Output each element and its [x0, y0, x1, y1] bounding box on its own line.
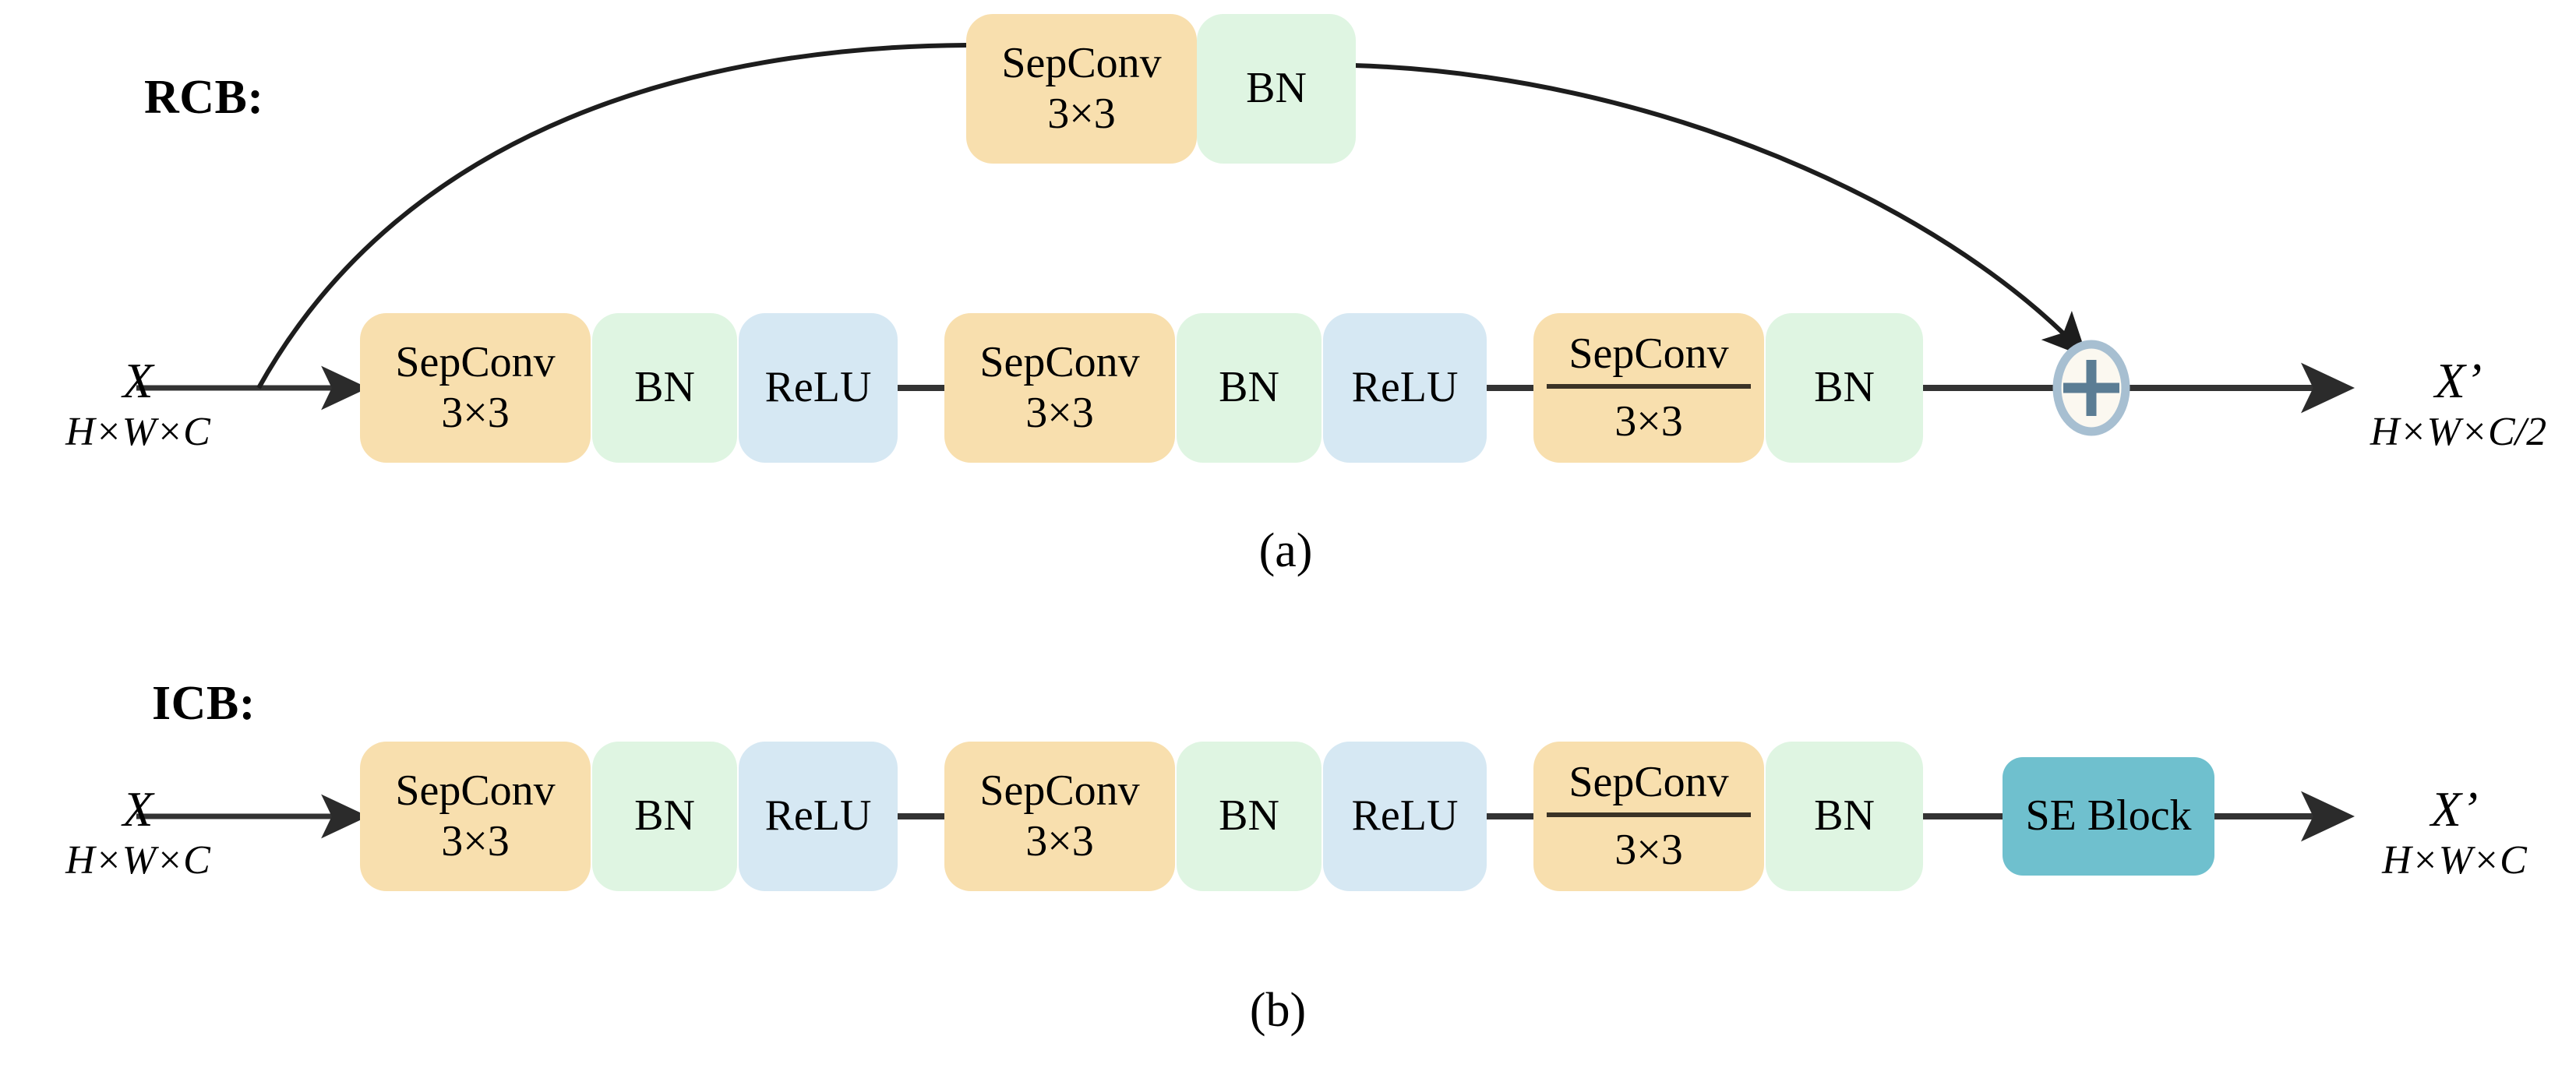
rcb-input-symbol: X	[122, 353, 154, 408]
icb-sepconv-3-line1: SepConv	[1569, 757, 1729, 806]
rcb-input-dims: H×W×C	[65, 410, 210, 455]
icb-output-label: X’ H×W×C	[2353, 783, 2556, 883]
rcb-sepconv-1-line1: SepConv	[395, 337, 556, 386]
icb-sepconv-2[interactable]: SepConv 3×3	[944, 742, 1175, 891]
icb-sepconv-1-line2: 3×3	[441, 817, 510, 865]
icb-sepconv-2-line2: 3×3	[1025, 817, 1094, 865]
icb-relu-2[interactable]: ReLU	[1323, 742, 1487, 891]
rcb-relu-1[interactable]: ReLU	[739, 313, 898, 463]
icb-sepconv-3-line2: 3×3	[1614, 826, 1683, 874]
rcb-shortcut-arc-right	[1353, 63, 2087, 358]
icb-sepconv-1[interactable]: SepConv 3×3	[360, 742, 591, 891]
rcb-relu-2[interactable]: ReLU	[1323, 313, 1487, 463]
icb-relu-1-label: ReLU	[764, 791, 872, 841]
rcb-bn-1-label: BN	[634, 363, 695, 412]
rcb-sepconv-3-line1: SepConv	[1569, 329, 1729, 378]
icb-sepconv-1-line1: SepConv	[395, 766, 556, 815]
rcb-shortcut-sepconv-block[interactable]: SepConv 3×3	[966, 14, 1197, 164]
rcb-bn-1[interactable]: BN	[592, 313, 737, 463]
rcb-sepconv-1[interactable]: SepConv 3×3	[360, 313, 591, 463]
rcb-bn-3[interactable]: BN	[1766, 313, 1923, 463]
rcb-shortcut-bn-block[interactable]: BN	[1197, 14, 1356, 164]
icb-row-title: ICB:	[152, 677, 256, 730]
rcb-sepconv-1-line2: 3×3	[441, 389, 510, 437]
rcb-relu-1-label: ReLU	[764, 363, 872, 412]
icb-output-dims: H×W×C	[2382, 838, 2527, 883]
rcb-shortcut-sepconv-line1: SepConv	[1001, 38, 1162, 87]
rcb-sepconv-2-line1: SepConv	[979, 337, 1140, 386]
rcb-sepconv-3-strided[interactable]: SepConv 3×3	[1533, 313, 1764, 463]
icb-se-block-label: SE Block	[2025, 791, 2192, 841]
rcb-bn-2[interactable]: BN	[1177, 313, 1322, 463]
caption-a: (a)	[1258, 524, 1313, 577]
icb-output-symbol: X’	[2430, 781, 2479, 837]
rcb-input-label: X H×W×C	[48, 354, 228, 454]
rcb-sepconv-3-divider-rule	[1547, 384, 1751, 389]
caption-b: (b)	[1249, 984, 1307, 1037]
icb-input-label: X H×W×C	[48, 783, 228, 883]
icb-sepconv-3-divider-rule	[1547, 812, 1751, 817]
rcb-sepconv-2[interactable]: SepConv 3×3	[944, 313, 1175, 463]
rcb-shortcut-bn-label: BN	[1246, 64, 1307, 113]
icb-bn-3-label: BN	[1814, 791, 1875, 841]
icb-input-symbol: X	[122, 781, 154, 837]
rcb-output-label: X’ H×W×C/2	[2353, 354, 2564, 454]
rcb-bn-3-label: BN	[1814, 363, 1875, 412]
rcb-sepconv-2-line2: 3×3	[1025, 389, 1094, 437]
icb-input-dims: H×W×C	[65, 838, 210, 883]
rcb-sum-node	[2052, 340, 2130, 436]
rcb-output-dims: H×W×C/2	[2370, 410, 2547, 455]
rcb-row-title: RCB:	[144, 71, 264, 124]
icb-bn-1-label: BN	[634, 791, 695, 841]
rcb-sepconv-3-line2: 3×3	[1614, 397, 1683, 446]
icb-se-block[interactable]: SE Block	[2003, 757, 2214, 876]
icb-bn-2-label: BN	[1219, 791, 1279, 841]
rcb-relu-2-label: ReLU	[1351, 363, 1459, 412]
icb-bn-1[interactable]: BN	[592, 742, 737, 891]
icb-relu-2-label: ReLU	[1351, 791, 1459, 841]
rcb-bn-2-label: BN	[1219, 363, 1279, 412]
rcb-shortcut-sepconv-line2: 3×3	[1047, 90, 1116, 138]
icb-sepconv-3-strided[interactable]: SepConv 3×3	[1533, 742, 1764, 891]
rcb-output-symbol: X’	[2434, 353, 2482, 408]
icb-bn-2[interactable]: BN	[1177, 742, 1322, 891]
icb-sepconv-2-line1: SepConv	[979, 766, 1140, 815]
icb-relu-1[interactable]: ReLU	[739, 742, 898, 891]
icb-bn-3[interactable]: BN	[1766, 742, 1923, 891]
